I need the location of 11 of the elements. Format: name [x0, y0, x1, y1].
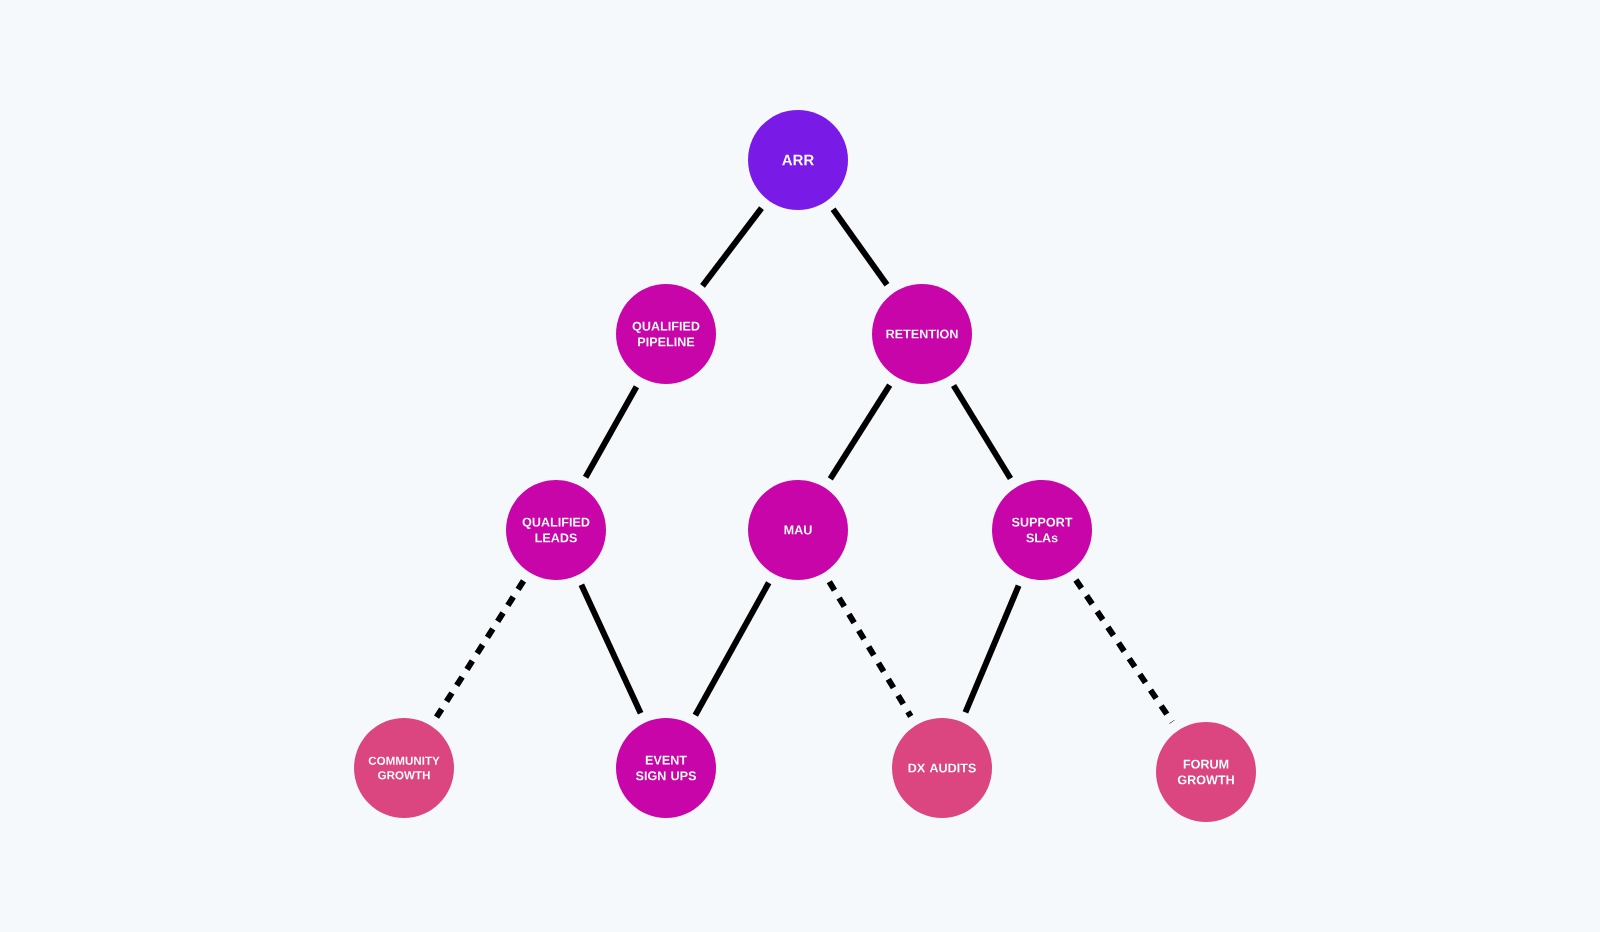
- connector-line: [578, 583, 644, 715]
- connector-line: [951, 383, 1014, 481]
- connector-line: [692, 581, 772, 717]
- connector-line: [826, 580, 914, 718]
- connector-line: [1073, 578, 1175, 724]
- connector-line: [434, 579, 527, 719]
- connector-line: [827, 383, 893, 481]
- connector-line: [582, 385, 640, 479]
- connector-line: [700, 206, 764, 288]
- connector-line: [962, 584, 1022, 714]
- connector-line: [830, 207, 890, 287]
